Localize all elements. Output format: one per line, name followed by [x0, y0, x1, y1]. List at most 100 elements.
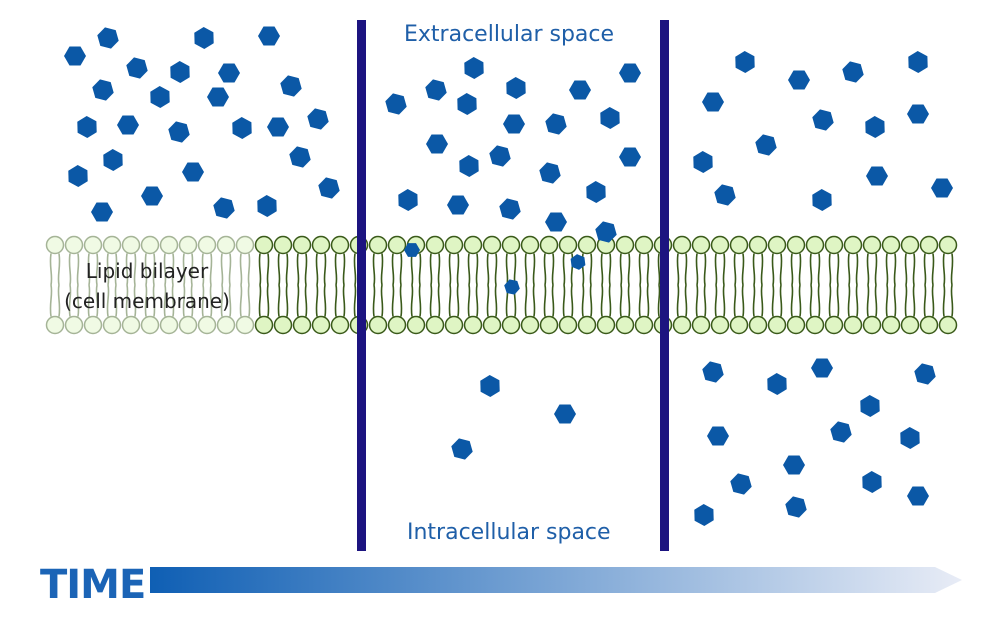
molecule: [914, 363, 936, 385]
molecule: [506, 77, 526, 99]
molecule: [783, 455, 805, 475]
lipid-bilayer: [45, 235, 958, 335]
molecule: [480, 375, 500, 397]
molecule: [693, 151, 713, 173]
molecule-in-channel: [504, 279, 520, 295]
molecule: [91, 202, 113, 222]
molecule: [908, 51, 928, 73]
molecule: [755, 134, 777, 156]
intracellular-label: Intracellular space: [407, 520, 611, 545]
molecule: [126, 57, 148, 79]
lipid-pair: [197, 235, 217, 335]
molecule: [68, 165, 88, 187]
molecule: [218, 63, 240, 83]
molecule: [280, 75, 302, 97]
lipid-pair: [121, 235, 141, 335]
lipid-pair: [140, 235, 160, 335]
molecule: [207, 87, 229, 107]
lipid-pair: [102, 235, 122, 335]
lipid-pair: [216, 235, 236, 335]
molecule: [735, 51, 755, 73]
lipid-pair: [330, 235, 350, 335]
molecule: [257, 195, 277, 217]
molecule: [232, 117, 252, 139]
molecule: [554, 404, 576, 424]
molecule: [707, 426, 729, 446]
molecule: [267, 117, 289, 137]
molecule: [103, 149, 123, 171]
molecules: [64, 26, 953, 526]
molecule: [586, 181, 606, 203]
time-arrow: [150, 567, 962, 593]
molecule: [141, 186, 163, 206]
lipid-pair: [64, 235, 84, 335]
lipid-pair: [558, 235, 578, 335]
molecule: [385, 93, 407, 115]
lipid-pair: [748, 235, 768, 335]
molecule: [457, 93, 477, 115]
molecule: [398, 189, 418, 211]
molecule: [426, 134, 448, 154]
lipid-pair: [45, 235, 65, 335]
molecule: [907, 486, 929, 506]
molecule: [447, 195, 469, 215]
molecule: [619, 63, 641, 83]
molecule: [307, 108, 329, 130]
lipid-pair: [729, 235, 749, 335]
lipid-pair: [235, 235, 255, 335]
molecule: [860, 395, 880, 417]
lipid-pair: [159, 235, 179, 335]
lipid-pair: [273, 235, 293, 335]
molecule: [503, 114, 525, 134]
lipid-pair: [596, 235, 616, 335]
lipid-pair: [387, 235, 407, 335]
lipid-pair: [577, 235, 597, 335]
molecule: [117, 115, 139, 135]
lipid-pair: [862, 235, 882, 335]
lipid-bilayer-label-line2: (cell membrane): [64, 289, 230, 313]
lipid-pair: [520, 235, 540, 335]
lipid-pair: [463, 235, 483, 335]
molecule-in-channel: [404, 243, 420, 257]
lipid-pair: [254, 235, 274, 335]
molecule: [600, 107, 620, 129]
molecule: [459, 155, 479, 177]
molecule: [569, 80, 591, 100]
molecule: [213, 197, 235, 219]
molecule: [194, 27, 214, 49]
molecule: [714, 184, 736, 206]
molecule: [767, 373, 787, 395]
lipid-bilayer-label-line1: Lipid bilayer: [85, 259, 209, 283]
lipid-pair: [691, 235, 711, 335]
molecule: [702, 92, 724, 112]
lipid-pair: [292, 235, 312, 335]
molecule: [830, 421, 852, 443]
lipid-pair: [539, 235, 559, 335]
divider-line-1: [357, 20, 366, 551]
molecule: [545, 212, 567, 232]
molecule: [812, 189, 832, 211]
molecule: [694, 504, 714, 526]
lipid-pair: [672, 235, 692, 335]
molecule: [318, 177, 340, 199]
lipid-pair: [824, 235, 844, 335]
molecule: [258, 26, 280, 46]
molecule: [788, 70, 810, 90]
molecule: [900, 427, 920, 449]
lipid-bilayer-label: Lipid bilayer (cell membrane): [44, 256, 250, 316]
lipid-pair: [311, 235, 331, 335]
molecule: [545, 113, 567, 135]
molecule: [168, 121, 190, 143]
molecule: [499, 198, 521, 220]
molecule-in-channel: [570, 254, 586, 270]
lipid-pair: [615, 235, 635, 335]
molecule: [931, 178, 953, 198]
molecule: [451, 438, 473, 460]
lipid-pair: [444, 235, 464, 335]
molecule: [289, 146, 311, 168]
lipid-pair: [881, 235, 901, 335]
time-label: TIME: [40, 562, 146, 608]
molecule: [785, 496, 807, 518]
molecule: [842, 61, 864, 83]
